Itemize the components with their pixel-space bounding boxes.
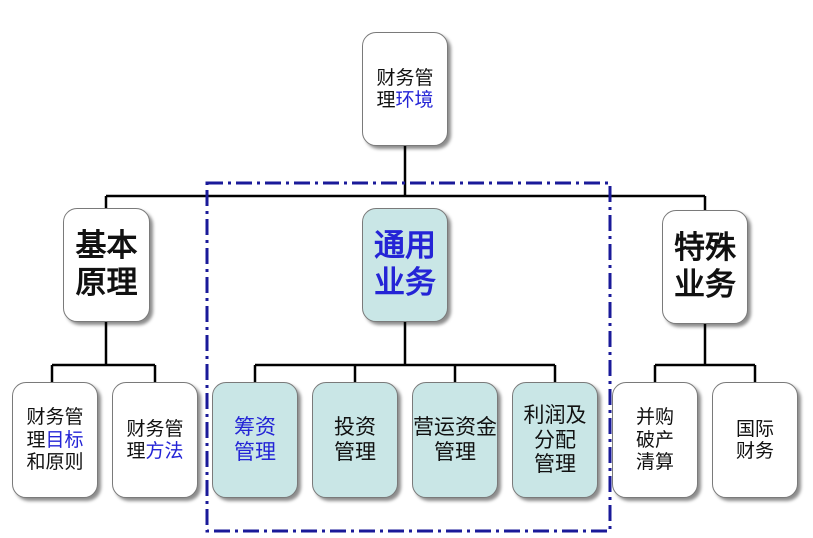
methods-line1: 财务管 xyxy=(126,417,184,440)
financing-line1: 筹资 xyxy=(234,415,276,440)
working-capital-line2: 管理 xyxy=(434,440,476,464)
profit-line1: 利润及 xyxy=(523,402,587,427)
node-general-business: 通用 业务 xyxy=(362,208,448,322)
ma-line2: 破产 xyxy=(635,428,674,451)
node-international-finance: 国际 财务 xyxy=(712,382,798,498)
methods-line2-prefix: 理 xyxy=(126,440,146,462)
intl-line2: 财务 xyxy=(735,440,774,462)
root-line1: 财务管 xyxy=(376,66,434,89)
general-line2: 业务 xyxy=(374,265,436,301)
ma-line3: 清算 xyxy=(635,451,674,474)
root-line2-prefix: 理 xyxy=(376,89,396,111)
node-investment-management: 投资 管理 xyxy=(312,382,398,498)
financing-line2: 管理 xyxy=(234,440,276,464)
objectives-line2-prefix: 理 xyxy=(26,428,46,451)
special-line2: 业务 xyxy=(674,267,736,303)
node-methods: 财务管 理方法 xyxy=(112,382,198,498)
ma-line1: 并购 xyxy=(635,406,674,429)
general-business-frame xyxy=(205,181,612,533)
intl-line1: 国际 xyxy=(735,417,774,440)
basic-line1: 基本 xyxy=(75,228,138,265)
working-capital-line1: 营运资金 xyxy=(413,415,497,440)
profit-line2: 分配 xyxy=(534,427,576,452)
node-working-capital-management: 营运资金 管理 xyxy=(412,382,498,498)
objectives-line2-accent: 目标 xyxy=(45,428,84,451)
node-objectives-principles: 财务管 理目标 和原则 xyxy=(12,382,98,498)
root-line2-accent: 环境 xyxy=(395,89,434,111)
node-financing-management: 筹资 管理 xyxy=(212,382,298,498)
objectives-line3: 和原则 xyxy=(26,451,84,474)
special-line1: 特殊 xyxy=(674,230,736,267)
node-special-business: 特殊 业务 xyxy=(662,210,748,324)
profit-line3: 管理 xyxy=(534,452,576,477)
objectives-line1: 财务管 xyxy=(26,406,84,429)
general-line1: 通用 xyxy=(374,228,436,265)
methods-line2-accent: 方法 xyxy=(145,440,184,462)
basic-line2: 原理 xyxy=(75,265,138,301)
node-profit-distribution-management: 利润及 分配 管理 xyxy=(512,382,598,498)
investment-line1: 投资 xyxy=(334,415,376,440)
node-ma-bankruptcy-liquidation: 并购 破产 清算 xyxy=(612,382,698,498)
node-basic-principles: 基本 原理 xyxy=(63,208,150,322)
root-node-financial-environment: 财务管 理环境 xyxy=(362,32,448,146)
investment-line2: 管理 xyxy=(334,440,376,464)
